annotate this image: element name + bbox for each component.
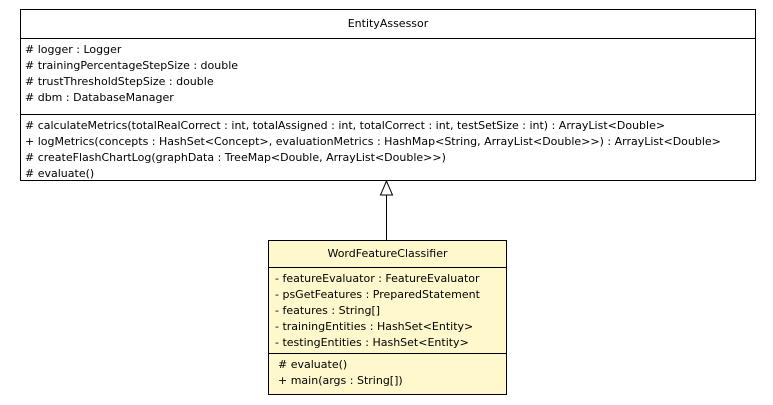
attribute: - testingEntities : HashSet<Entity> <box>275 336 469 349</box>
operation: # evaluate() <box>278 358 348 371</box>
attributes-compartment: # logger : Logger # trainingPercentageSt… <box>21 39 755 115</box>
attribute: # trainingPercentageStepSize : double <box>25 59 239 72</box>
attribute: - features : String[] <box>275 304 381 317</box>
class-box-word-feature-classifier[interactable]: WordFeatureClassifier - featureEvaluator… <box>268 240 507 395</box>
attribute: # trustThresholdStepSize : double <box>25 75 214 88</box>
attribute: - featureEvaluator : FeatureEvaluator <box>275 272 480 285</box>
class-name: EntityAssessor <box>21 10 755 39</box>
class-name: WordFeatureClassifier <box>269 241 506 268</box>
attribute: - trainingEntities : HashSet<Entity> <box>275 320 474 333</box>
attribute: # dbm : DatabaseManager <box>25 91 174 104</box>
operation: + main(args : String[]) <box>278 374 403 387</box>
attribute: - psGetFeatures : PreparedStatement <box>275 288 480 301</box>
class-box-entity-assessor[interactable]: EntityAssessor # logger : Logger # train… <box>20 9 756 181</box>
attributes-compartment: - featureEvaluator : FeatureEvaluator - … <box>269 268 506 354</box>
hollow-triangle-arrowhead <box>379 179 394 196</box>
operation: # evaluate() <box>25 167 95 180</box>
operation: # createFlashChartLog(graphData : TreeMa… <box>25 151 446 164</box>
operation: # calculateMetrics(totalRealCorrect : in… <box>25 119 666 132</box>
operation: + logMetrics(concepts : HashSet<Concept>… <box>25 135 721 148</box>
operations-compartment: # calculateMetrics(totalRealCorrect : in… <box>21 115 755 182</box>
attribute: # logger : Logger <box>25 43 122 56</box>
operations-compartment: # evaluate() + main(args : String[]) <box>269 354 506 389</box>
